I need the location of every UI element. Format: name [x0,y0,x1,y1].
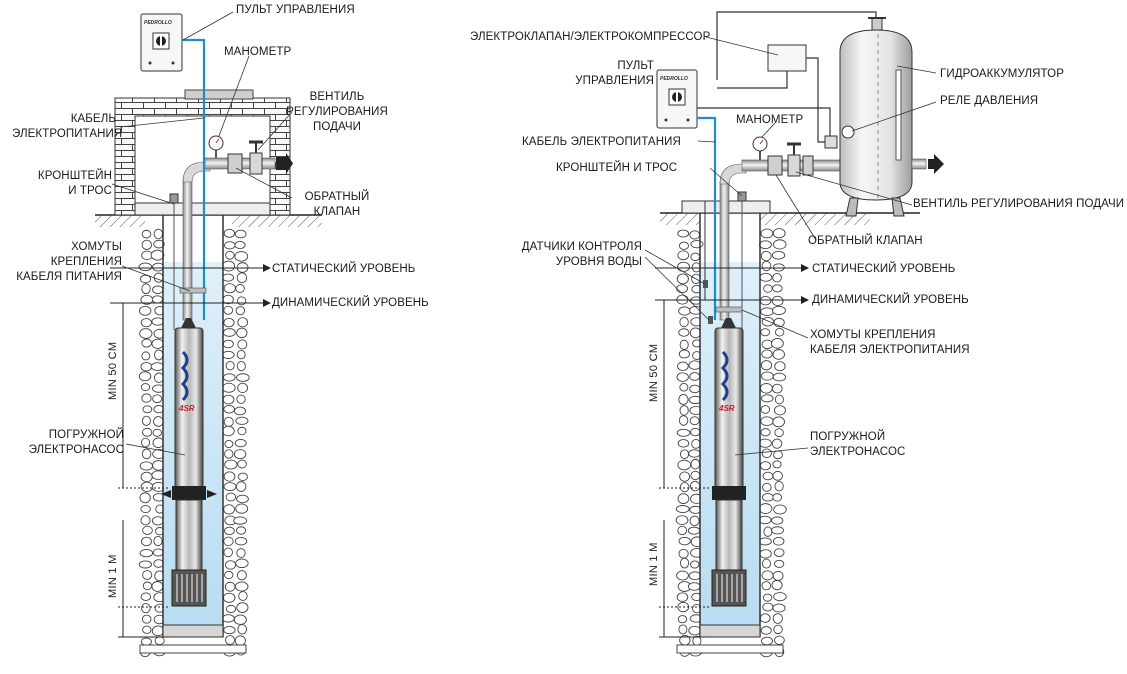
label-min-50-right: MIN 50 CM [648,343,660,402]
flow-valve-left [249,152,263,175]
label-pressure-switch: РЕЛЕ ДАВЛЕНИЯ [940,95,1039,107]
label-static-level-left: СТАТИЧЕСКИЙ УРОВЕНЬ [272,263,416,275]
label-min-1-right: MIN 1 M [648,542,660,586]
ground-hatch-right [232,215,322,227]
label-power-cable-right: КАБЕЛЬ ЭЛЕКТРОПИТАНИЯ [522,136,681,148]
label-pump-right: ПОГРУЖНОЙ ЭЛЕКТРОНАСОС [810,431,906,458]
check-valve-left [227,153,243,174]
chamber-hatch [184,89,254,100]
gravel-left [138,228,250,658]
leaders-right [644,36,937,456]
label-pressure-gauge-right: МАНОМЕТР [736,114,804,126]
label-dynamic-level-left: ДИНАМИЧЕСКИЙ УРОВЕНЬ [272,297,429,309]
rising-pipe-left [182,179,193,321]
label-dynamic-level-right: ДИНАМИЧЕСКИЙ УРОВЕНЬ [812,294,969,306]
label-check-valve-left: ОБРАТНЫЙ КЛАПАН [304,191,370,218]
check-valve-right [767,155,783,176]
left-installation: PEDROLLO 4SR [95,11,322,658]
svg-text:4SR: 4SR [178,404,195,413]
label-flow-valve-right: ВЕНТИЛЬ РЕГУЛИРОВАНИЯ ПОДАЧИ [913,198,1125,210]
panel-brand-left: PEDROLLO [144,20,172,26]
gravel-right [675,228,787,658]
label-flow-valve-left: ВЕНТИЛЬ РЕГУЛИРОВАНИЯ ПОДАЧИ [286,91,388,133]
submersible-pump-left: 4SR [161,318,217,607]
label-cable-clamps-left: ХОМУТЫ КРЕПЛЕНИЯ КАБЕЛЯ ПИТАНИЯ [16,241,122,283]
label-solenoid: ЭЛЕКТРОКЛАПАН/ЭЛЕКТРОКОМПРЕССОР [470,31,711,43]
well-bottom-right [699,624,761,638]
submersible-pump-right: 4SR [711,318,747,607]
label-cable-clamps-right: ХОМУТЫ КРЕПЛЕНИЯ КАБЕЛЯ ЭЛЕКТРОПИТАНИЯ [810,329,970,356]
rising-pipe-right [719,181,730,321]
slab [134,202,271,216]
leaders-left [111,11,293,456]
ground-hatch-left [95,215,145,227]
label-control-panel-right: ПУЛЬТ УПРАВЛЕНИЯ [575,60,654,87]
outlet-arrow-right [928,154,944,174]
brick-chamber [114,97,291,216]
label-power-cable-left: КАБЕЛЬ ЭЛЕКТРОПИТАНИЯ [12,113,123,140]
label-bracket-rope-left: КРОНШТЕЙН И ТРОС [37,170,112,197]
label-min-50-left: MIN 50 CM [107,341,119,400]
pressure-tank [824,17,944,217]
outlet-arrow-left [276,153,293,174]
panel-brand-right: PEDROLLO [660,76,688,82]
power-cable-right [697,116,717,320]
ground-hatch-right-a [660,213,700,225]
label-accumulator: ГИДРОАККУМУЛЯТОР [940,68,1064,80]
label-level-sensors: ДАТЧИКИ КОНТРОЛЯ УРОВНЯ ВОДЫ [521,241,642,268]
label-pump-left: ПОГРУЖНОЙ ЭЛЕКТРОНАСОС [28,429,124,456]
solenoid-box [767,44,807,72]
label-bracket-rope-right: КРОНШТЕЙН И ТРОС [556,162,678,174]
well-bottom-left [162,624,224,638]
ground-hatch-right-b [760,213,870,225]
power-cable-left [182,38,206,320]
svg-text:4SR: 4SR [718,404,735,413]
label-static-level-right: СТАТИЧЕСКИЙ УРОВЕНЬ [812,263,956,275]
label-pressure-gauge-left: МАНОМЕТР [224,46,292,58]
label-min-1-left: MIN 1 M [107,554,119,598]
label-control-panel-left: ПУЛЬТ УПРАВЛЕНИЯ [236,4,355,16]
label-check-valve-right: ОБРАТНЫЙ КЛАПАН [808,235,923,247]
right-installation: PEDROLLO 4SR [644,11,944,658]
